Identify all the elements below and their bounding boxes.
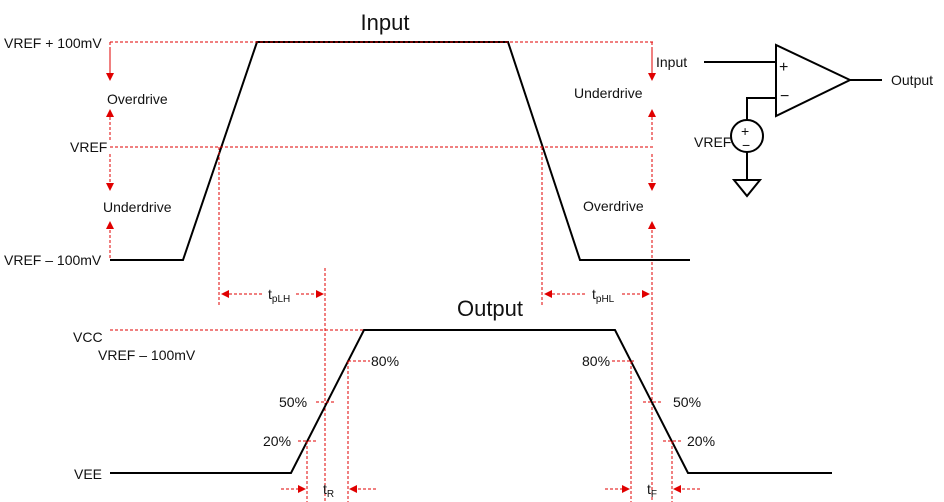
comparator-vref-label: VREF xyxy=(694,134,731,150)
comparator-plus-sign: + xyxy=(779,59,788,76)
comparator-minus-wire xyxy=(746,97,776,120)
label-p50-right: 50% xyxy=(673,394,701,410)
comparator-output-label: Output xyxy=(891,72,933,88)
comparator-input-label: Input xyxy=(656,54,687,70)
output-title: Output xyxy=(457,296,523,321)
input-waveform xyxy=(110,41,690,261)
label-overdrive-right: Overdrive xyxy=(583,198,644,214)
source-minus-sign: − xyxy=(742,137,750,153)
label-p20-left: 20% xyxy=(263,433,291,449)
label-p20-right: 20% xyxy=(687,433,715,449)
label-underdrive-left: Underdrive xyxy=(103,199,172,215)
label-vref-plus: VREF + 100mV xyxy=(4,35,102,51)
label-vee: VEE xyxy=(74,466,102,482)
label-tplh: tpLH xyxy=(268,286,290,305)
label-vcc: VCC xyxy=(73,329,103,345)
label-p80-right: 80% xyxy=(582,353,610,369)
comparator-triangle xyxy=(775,43,853,118)
label-tf: tF xyxy=(647,481,657,500)
label-p50-left: 50% xyxy=(279,394,307,410)
ground-icon xyxy=(731,179,763,198)
label-tr: tR xyxy=(323,481,334,500)
comparator-schematic: Input Output VREF + − + − xyxy=(656,43,933,198)
input-title: Input xyxy=(361,10,410,35)
label-vref-minus: VREF – 100mV xyxy=(4,252,102,268)
label-underdrive-right: Underdrive xyxy=(574,85,643,101)
label-vref: VREF xyxy=(70,139,107,155)
source-plus-sign: + xyxy=(741,123,749,139)
label-tphl: tpHL xyxy=(592,286,615,305)
label-vref-minus-out: VREF – 100mV xyxy=(98,347,196,363)
label-overdrive-left: Overdrive xyxy=(107,91,168,107)
output-waveform xyxy=(110,329,832,474)
label-p80-left: 80% xyxy=(371,353,399,369)
comparator-minus-sign: − xyxy=(780,88,789,105)
